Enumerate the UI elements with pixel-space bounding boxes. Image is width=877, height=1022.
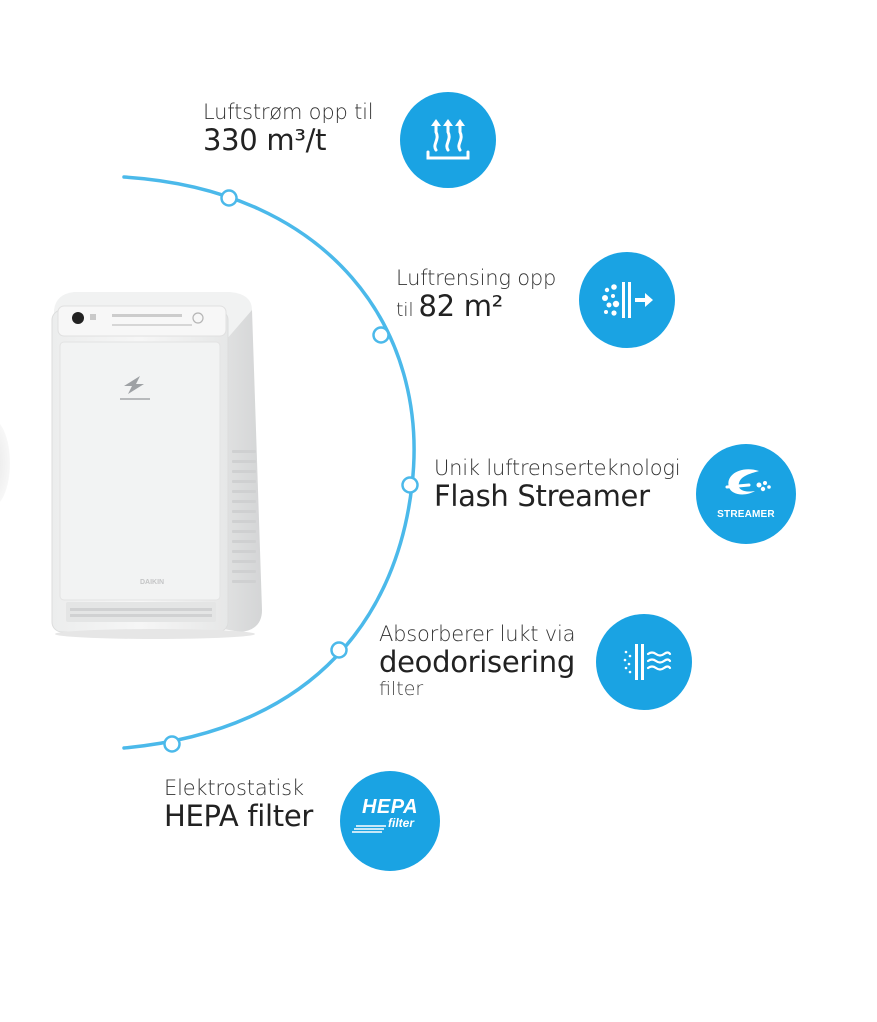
- arc-dot-deodorizing: [330, 641, 348, 659]
- streamer-icon-label: STREAMER: [717, 509, 775, 520]
- arc-dot-hepa: [163, 735, 181, 753]
- feature-airflow-text: Luftstrøm opp til 330 m³/t: [203, 100, 374, 158]
- feature-hepa-text: Elektrostatisk HEPA filter: [164, 776, 313, 833]
- feature-streamer-line1: Unik luftrenserteknologi: [434, 456, 681, 480]
- deodorizing-filter-icon: [596, 614, 692, 710]
- feature-hepa-line1: Elektrostatisk: [164, 776, 304, 800]
- feature-hepa-line2: HEPA filter: [164, 799, 313, 834]
- feature-streamer-line2: Flash Streamer: [434, 479, 650, 514]
- arc-dot-streamer: [401, 476, 419, 494]
- arc-dot-purification: [372, 326, 390, 344]
- feature-purification-prefix: til: [396, 299, 414, 322]
- hepa-icon-label-main: HEPA: [361, 796, 419, 818]
- feature-purification-text: Luftrensing opp til 82 m²: [396, 266, 556, 323]
- feature-deodorizing-text: Absorberer lukt via deodorisering filter: [379, 622, 576, 701]
- feature-airflow-line2: 330 m³/t: [203, 123, 327, 158]
- hepa-icon-label-sub: filter: [387, 816, 414, 830]
- left-edge-shadow: [0, 418, 10, 508]
- streamer-icon: STREAMER: [696, 444, 796, 544]
- air-purifier-image: DAIKIN: [51, 292, 262, 639]
- hepa-filter-icon: HEPA filter: [340, 771, 440, 871]
- arc-dot-airflow: [220, 189, 238, 207]
- hepa-icon-text: HEPA filter: [340, 797, 440, 829]
- airflow-heat-waves-icon: [400, 92, 496, 188]
- feature-deodorizing-line3: filter: [379, 678, 424, 701]
- feature-deodorizing-line1: Absorberer lukt via: [379, 622, 576, 646]
- feature-airflow-line1: Luftstrøm opp til: [203, 100, 374, 124]
- brand-label: DAIKIN: [140, 579, 164, 586]
- particles-filter-arrow-icon: [579, 252, 675, 348]
- feature-deodorizing-line2: deodorisering: [379, 645, 575, 680]
- feature-purification-line2: 82 m²: [418, 289, 504, 324]
- feature-streamer-text: Unik luftrenserteknologi Flash Streamer: [434, 456, 681, 514]
- feature-purification-line1: Luftrensing opp: [396, 266, 557, 290]
